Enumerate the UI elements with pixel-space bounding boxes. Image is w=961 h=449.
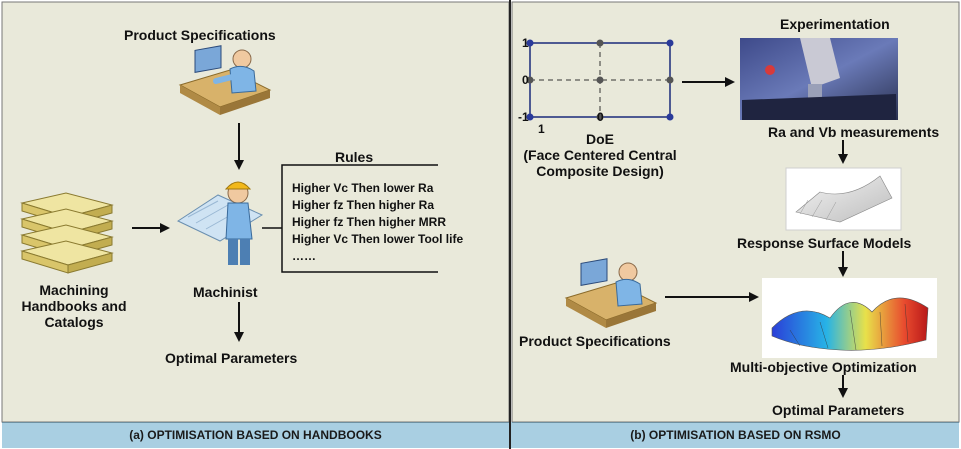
handbooks-label-line3: Catalogs <box>44 314 104 330</box>
handbooks-label-line1: Machining <box>39 282 109 298</box>
person-at-computer-icon <box>178 45 272 115</box>
rule-item: …… <box>292 249 316 263</box>
rule-item: Higher fz Then higher MRR <box>292 215 446 229</box>
rules-bracket <box>281 164 438 273</box>
doe-tick-y-top: 1 <box>522 36 529 50</box>
rule-item: Higher Vc Then lower Ra <box>292 181 434 195</box>
doe-title: DoE <box>586 131 614 147</box>
response-surface-plot-icon <box>785 167 902 231</box>
response-surface-label: Response Surface Models <box>737 235 912 251</box>
book-stack-icon <box>20 192 114 274</box>
doe-tick-y-mid: 0 <box>522 73 529 87</box>
doe-tick-x-mid: 0 <box>597 110 604 124</box>
doe-subtitle-line1: (Face Centered Central <box>523 147 677 163</box>
rule-item: Higher fz Then higher Ra <box>292 198 435 212</box>
optimal-parameters-label-right: Optimal Parameters <box>772 402 905 418</box>
rule-item: Higher Vc Then lower Tool life <box>292 232 464 246</box>
multi-objective-label: Multi-objective Optimization <box>730 359 917 375</box>
product-specifications-label-right: Product Specifications <box>519 333 671 349</box>
optimization-surface-plot-icon <box>762 278 937 358</box>
machinist-label: Machinist <box>193 284 258 300</box>
caption-left: (a) OPTIMISATION BASED ON HANDBOOKS <box>2 422 509 448</box>
product-specifications-label-left: Product Specifications <box>124 27 276 43</box>
doe-grid <box>526 39 674 121</box>
handbooks-label-line2: Handbooks and <box>21 298 127 314</box>
optimal-parameters-label-left: Optimal Parameters <box>165 350 298 366</box>
doe-tick-x-left: 1 <box>538 122 545 136</box>
machinist-with-helmet-icon <box>176 181 264 265</box>
caption-right: (b) OPTIMISATION BASED ON RSMO <box>512 422 959 448</box>
person-at-computer-icon-right <box>564 258 658 328</box>
doe-tick-y-bottom: -1 <box>518 110 529 124</box>
machining-photo-icon <box>740 38 898 120</box>
doe-subtitle-line2: Composite Design) <box>536 163 664 179</box>
rules-title: Rules <box>335 149 374 165</box>
measurements-label: Ra and Vb measurements <box>768 124 940 140</box>
experimentation-label: Experimentation <box>780 16 890 32</box>
